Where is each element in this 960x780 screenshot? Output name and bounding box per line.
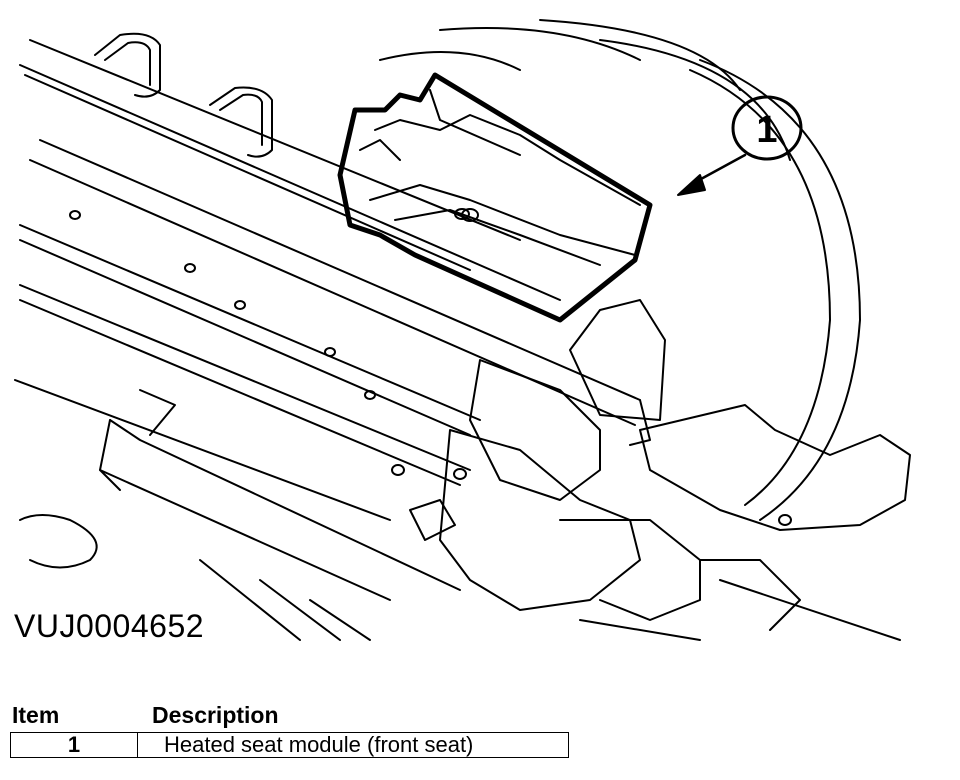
callout-1 (677, 95, 803, 196)
item-description: Heated seat module (front seat) (137, 732, 569, 758)
column-header-item: Item (12, 702, 60, 728)
item-number: 1 (10, 732, 138, 758)
figure-code: VUJ0004652 (14, 608, 205, 644)
seat-pan-linework (14, 19, 911, 641)
legend-header: Item Description (10, 700, 570, 732)
legend-table: Item Description 1 Heated seat module (f… (10, 700, 570, 758)
legend-rows: 1 Heated seat module (front seat) (10, 732, 569, 758)
technical-illustration: 1 (14, 19, 911, 641)
callout-number: 1 (756, 109, 777, 151)
table-row: 1 Heated seat module (front seat) (10, 732, 569, 758)
heated-seat-module-outline (337, 72, 653, 323)
column-header-description: Description (152, 702, 279, 728)
